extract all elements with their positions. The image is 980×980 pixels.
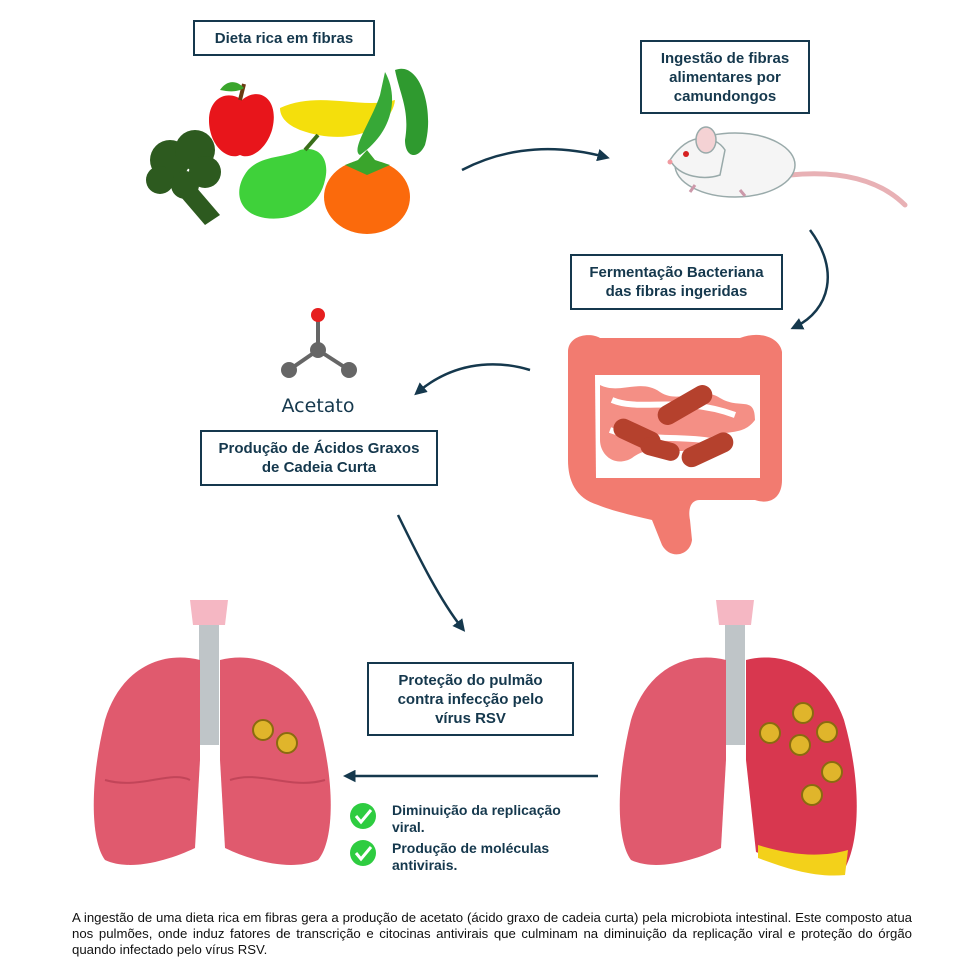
arrow-intestine-to-acetate xyxy=(414,363,531,396)
arrow-food-to-mouse xyxy=(461,147,610,172)
virus-icon xyxy=(821,761,843,783)
check-icon xyxy=(350,840,376,866)
pea-pod-icon xyxy=(357,68,429,156)
benefit-item: Diminuição da replicação viral. xyxy=(392,802,561,835)
check-icon xyxy=(350,803,376,829)
box-fermentacao: Fermentação Bacteriana das fibras ingeri… xyxy=(570,254,783,310)
lungs-icon xyxy=(619,600,857,876)
acetate-molecule-icon xyxy=(281,308,357,378)
food-group xyxy=(146,68,429,234)
tomato-icon xyxy=(324,150,410,234)
box-dieta: Dieta rica em fibras xyxy=(193,20,375,56)
pear-icon xyxy=(239,133,327,219)
bacteria-icon xyxy=(640,437,680,461)
virus-icon xyxy=(801,784,823,806)
molecule-label: Acetato xyxy=(281,395,355,417)
virus-group xyxy=(759,702,843,806)
flow-arrows xyxy=(343,147,829,783)
broccoli-icon xyxy=(146,130,221,225)
bacteria-icon xyxy=(681,432,734,468)
virus-icon xyxy=(792,702,814,724)
mouse-icon xyxy=(667,126,908,208)
box-producao: Produção de Ácidos Graxos de Cadeia Curt… xyxy=(200,430,438,486)
virus-icon xyxy=(276,732,298,754)
bacteria-icon xyxy=(657,385,713,425)
bacteria-group xyxy=(613,385,734,468)
virus-icon xyxy=(759,722,781,744)
apple-icon xyxy=(208,82,274,157)
box-ingestao: Ingestão de fibras alimentares por camun… xyxy=(640,40,810,114)
arrow-production-to-protection xyxy=(396,514,466,632)
virus-icon xyxy=(816,721,838,743)
virus-icon xyxy=(252,719,274,741)
virus-icon xyxy=(789,734,811,756)
figure-caption: A ingestão de uma dieta rica em fibras g… xyxy=(72,910,912,957)
lungs-icon xyxy=(93,600,331,865)
box-protecao: Proteção do pulmão contra infecção pelo … xyxy=(367,662,574,736)
arrow-mouse-to-fermentation xyxy=(790,229,829,330)
benefit-item: Produção de moléculas antivirais. xyxy=(392,840,550,873)
